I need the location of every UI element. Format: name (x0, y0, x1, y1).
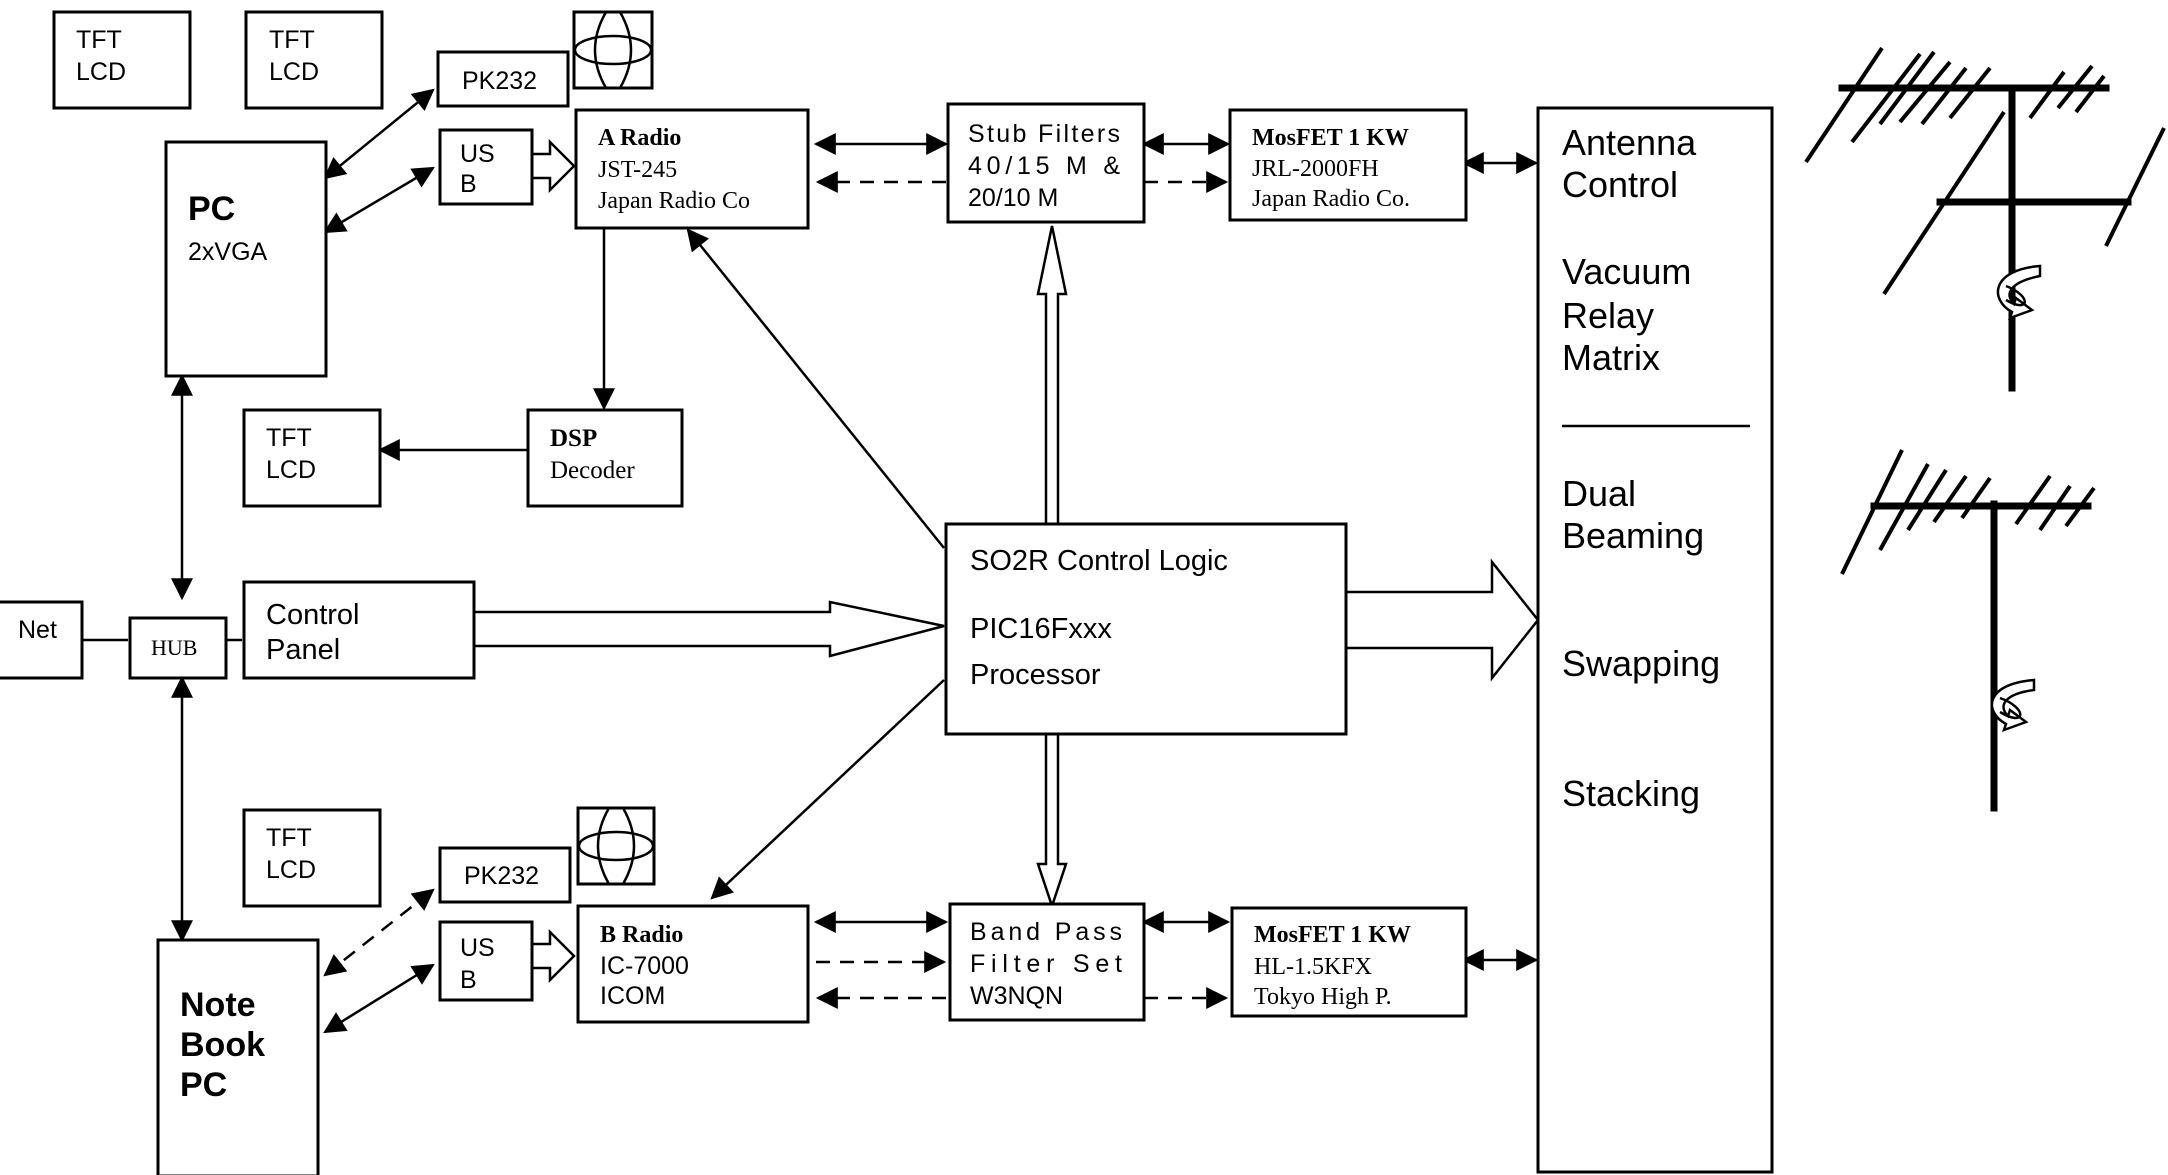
amp-bottom-title: MosFET 1 KW (1254, 922, 1411, 948)
dsp-title: DSP (550, 425, 597, 452)
antenna-control-panel: Antenna Control Vacuum Relay Matrix Dual… (1536, 106, 1774, 1174)
pk232-label: PK232 (464, 862, 539, 890)
relay-label: Relay (1562, 295, 1654, 336)
note-label: Note (180, 986, 256, 1024)
radio-a-maker: Japan Radio Co (598, 188, 750, 214)
matrix-label: Matrix (1562, 337, 1660, 378)
control-panel-box: Control Panel (242, 580, 476, 680)
tft-lcd-dsp: TFT LCD (242, 408, 382, 508)
usb-label-b: B (460, 170, 477, 198)
so2r-bpf-arrow (1036, 734, 1068, 910)
usb-label: US (460, 934, 495, 962)
notebook-usb-link (323, 963, 435, 1034)
antenna-single-icon (1840, 449, 2096, 812)
so2r-antenna-arrow (1346, 558, 1540, 682)
scope-icon (572, 10, 654, 90)
radio-a-title: A Radio (598, 125, 681, 151)
amp-top-model: JRL-2000FH (1252, 156, 1379, 182)
antenna-label: Antenna (1562, 122, 1697, 163)
usb-bottom: US B (438, 920, 534, 1002)
amp-bottom-box: MosFET 1 KW HL-1.5KFX Tokyo High P. (1230, 906, 1468, 1018)
bpf-line-3: W3NQN (970, 982, 1063, 1010)
pk232-bottom: PK232 (438, 846, 572, 904)
stacking-label: Stacking (1562, 773, 1700, 814)
tft-label: TFT (266, 424, 312, 452)
panel-label: Panel (266, 634, 340, 666)
so2r-title: SO2R Control Logic (970, 545, 1228, 577)
beaming-label: Beaming (1562, 515, 1704, 556)
control-label: Control (1562, 164, 1678, 205)
stub-line-2: 40/15 M & (968, 152, 1120, 180)
pk232-label: PK232 (462, 67, 537, 95)
pk232-top: PK232 (436, 50, 570, 108)
tft-lcd-top-mid: TFT LCD (244, 10, 384, 110)
radio-b-model: IC-7000 (600, 952, 689, 980)
tft-label: TFT (76, 26, 122, 54)
so2r-processor: Processor (970, 659, 1101, 691)
usb-label-b: B (460, 966, 477, 994)
amp-bottom-model: HL-1.5KFX (1254, 954, 1372, 980)
so2r-box: SO2R Control Logic PIC16Fxxx Processor (944, 522, 1348, 736)
dsp-box: DSP Decoder (526, 408, 684, 508)
dsp-subtitle: Decoder (550, 457, 635, 484)
bpf-line-1: Band Pass (970, 918, 1122, 946)
pc-box: PC 2xVGA (164, 140, 328, 378)
net-label: Net (18, 616, 57, 644)
pc-subtitle: 2xVGA (188, 238, 268, 266)
notebook-pc-box: Note Book PC (156, 938, 320, 1175)
band-pass-box: Band Pass Filter Set W3NQN (948, 902, 1146, 1022)
usb-label: US (460, 140, 495, 168)
amp-top-title: MosFET 1 KW (1252, 125, 1409, 151)
radio-b-title: B Radio (600, 922, 683, 948)
lcd-label: LCD (269, 58, 319, 86)
tft-lcd-bottom: TFT LCD (242, 808, 382, 908)
swapping-label: Swapping (1562, 643, 1720, 684)
hub-box: HUB (128, 616, 228, 680)
amp-bottom-maker: Tokyo High P. (1254, 984, 1392, 1010)
panel-so2r-arrow (474, 600, 945, 658)
bpf-line-2: Filter Set (970, 950, 1122, 978)
pc-label: PC (180, 1066, 227, 1104)
lcd-label: LCD (76, 58, 126, 86)
radio-a-model: JST-245 (598, 157, 677, 183)
lcd-label: LCD (266, 856, 316, 884)
net-box: Net (0, 600, 84, 680)
amp-top-box: MosFET 1 KW JRL-2000FH Japan Radio Co. (1228, 108, 1468, 222)
control-label: Control (266, 599, 360, 631)
book-label: Book (180, 1026, 265, 1064)
hollow-arrows (474, 138, 1540, 984)
so2r-radio-b-link (710, 679, 945, 900)
dual-label: Dual (1562, 473, 1636, 514)
tft-label: TFT (266, 824, 312, 852)
pc-pk232-link (323, 88, 435, 180)
so2r-radio-a-link (686, 228, 945, 549)
hub-label: HUB (151, 635, 197, 660)
amp-top-maker: Japan Radio Co. (1252, 186, 1410, 212)
so2r-chip: PIC16Fxxx (970, 613, 1112, 645)
stub-line-1: Stub Filters (968, 120, 1120, 148)
lcd-label: LCD (266, 456, 316, 484)
stub-line-3: 20/10 M (968, 184, 1058, 212)
radio-a-box: A Radio JST-245 Japan Radio Co (574, 108, 810, 230)
usb-radio-a-arrow (531, 138, 576, 194)
vacuum-label: Vacuum (1562, 251, 1691, 292)
usb-top: US B (438, 128, 534, 206)
so2r-stub-arrow (1036, 225, 1068, 524)
tft-label: TFT (269, 26, 315, 54)
radio-b-box: B Radio IC-7000 ICOM (576, 904, 810, 1024)
pc-title: PC (188, 190, 235, 228)
usb-radio-b-arrow (531, 928, 576, 984)
radio-b-maker: ICOM (600, 982, 665, 1010)
pc-usb-link (323, 166, 435, 234)
connections (82, 88, 1539, 1034)
tft-lcd-top-left: TFT LCD (52, 10, 192, 110)
stub-filters-box: Stub Filters 40/15 M & 20/10 M (946, 102, 1146, 224)
antenna-stack-icon (1804, 46, 2166, 392)
scope-icon (576, 806, 656, 886)
